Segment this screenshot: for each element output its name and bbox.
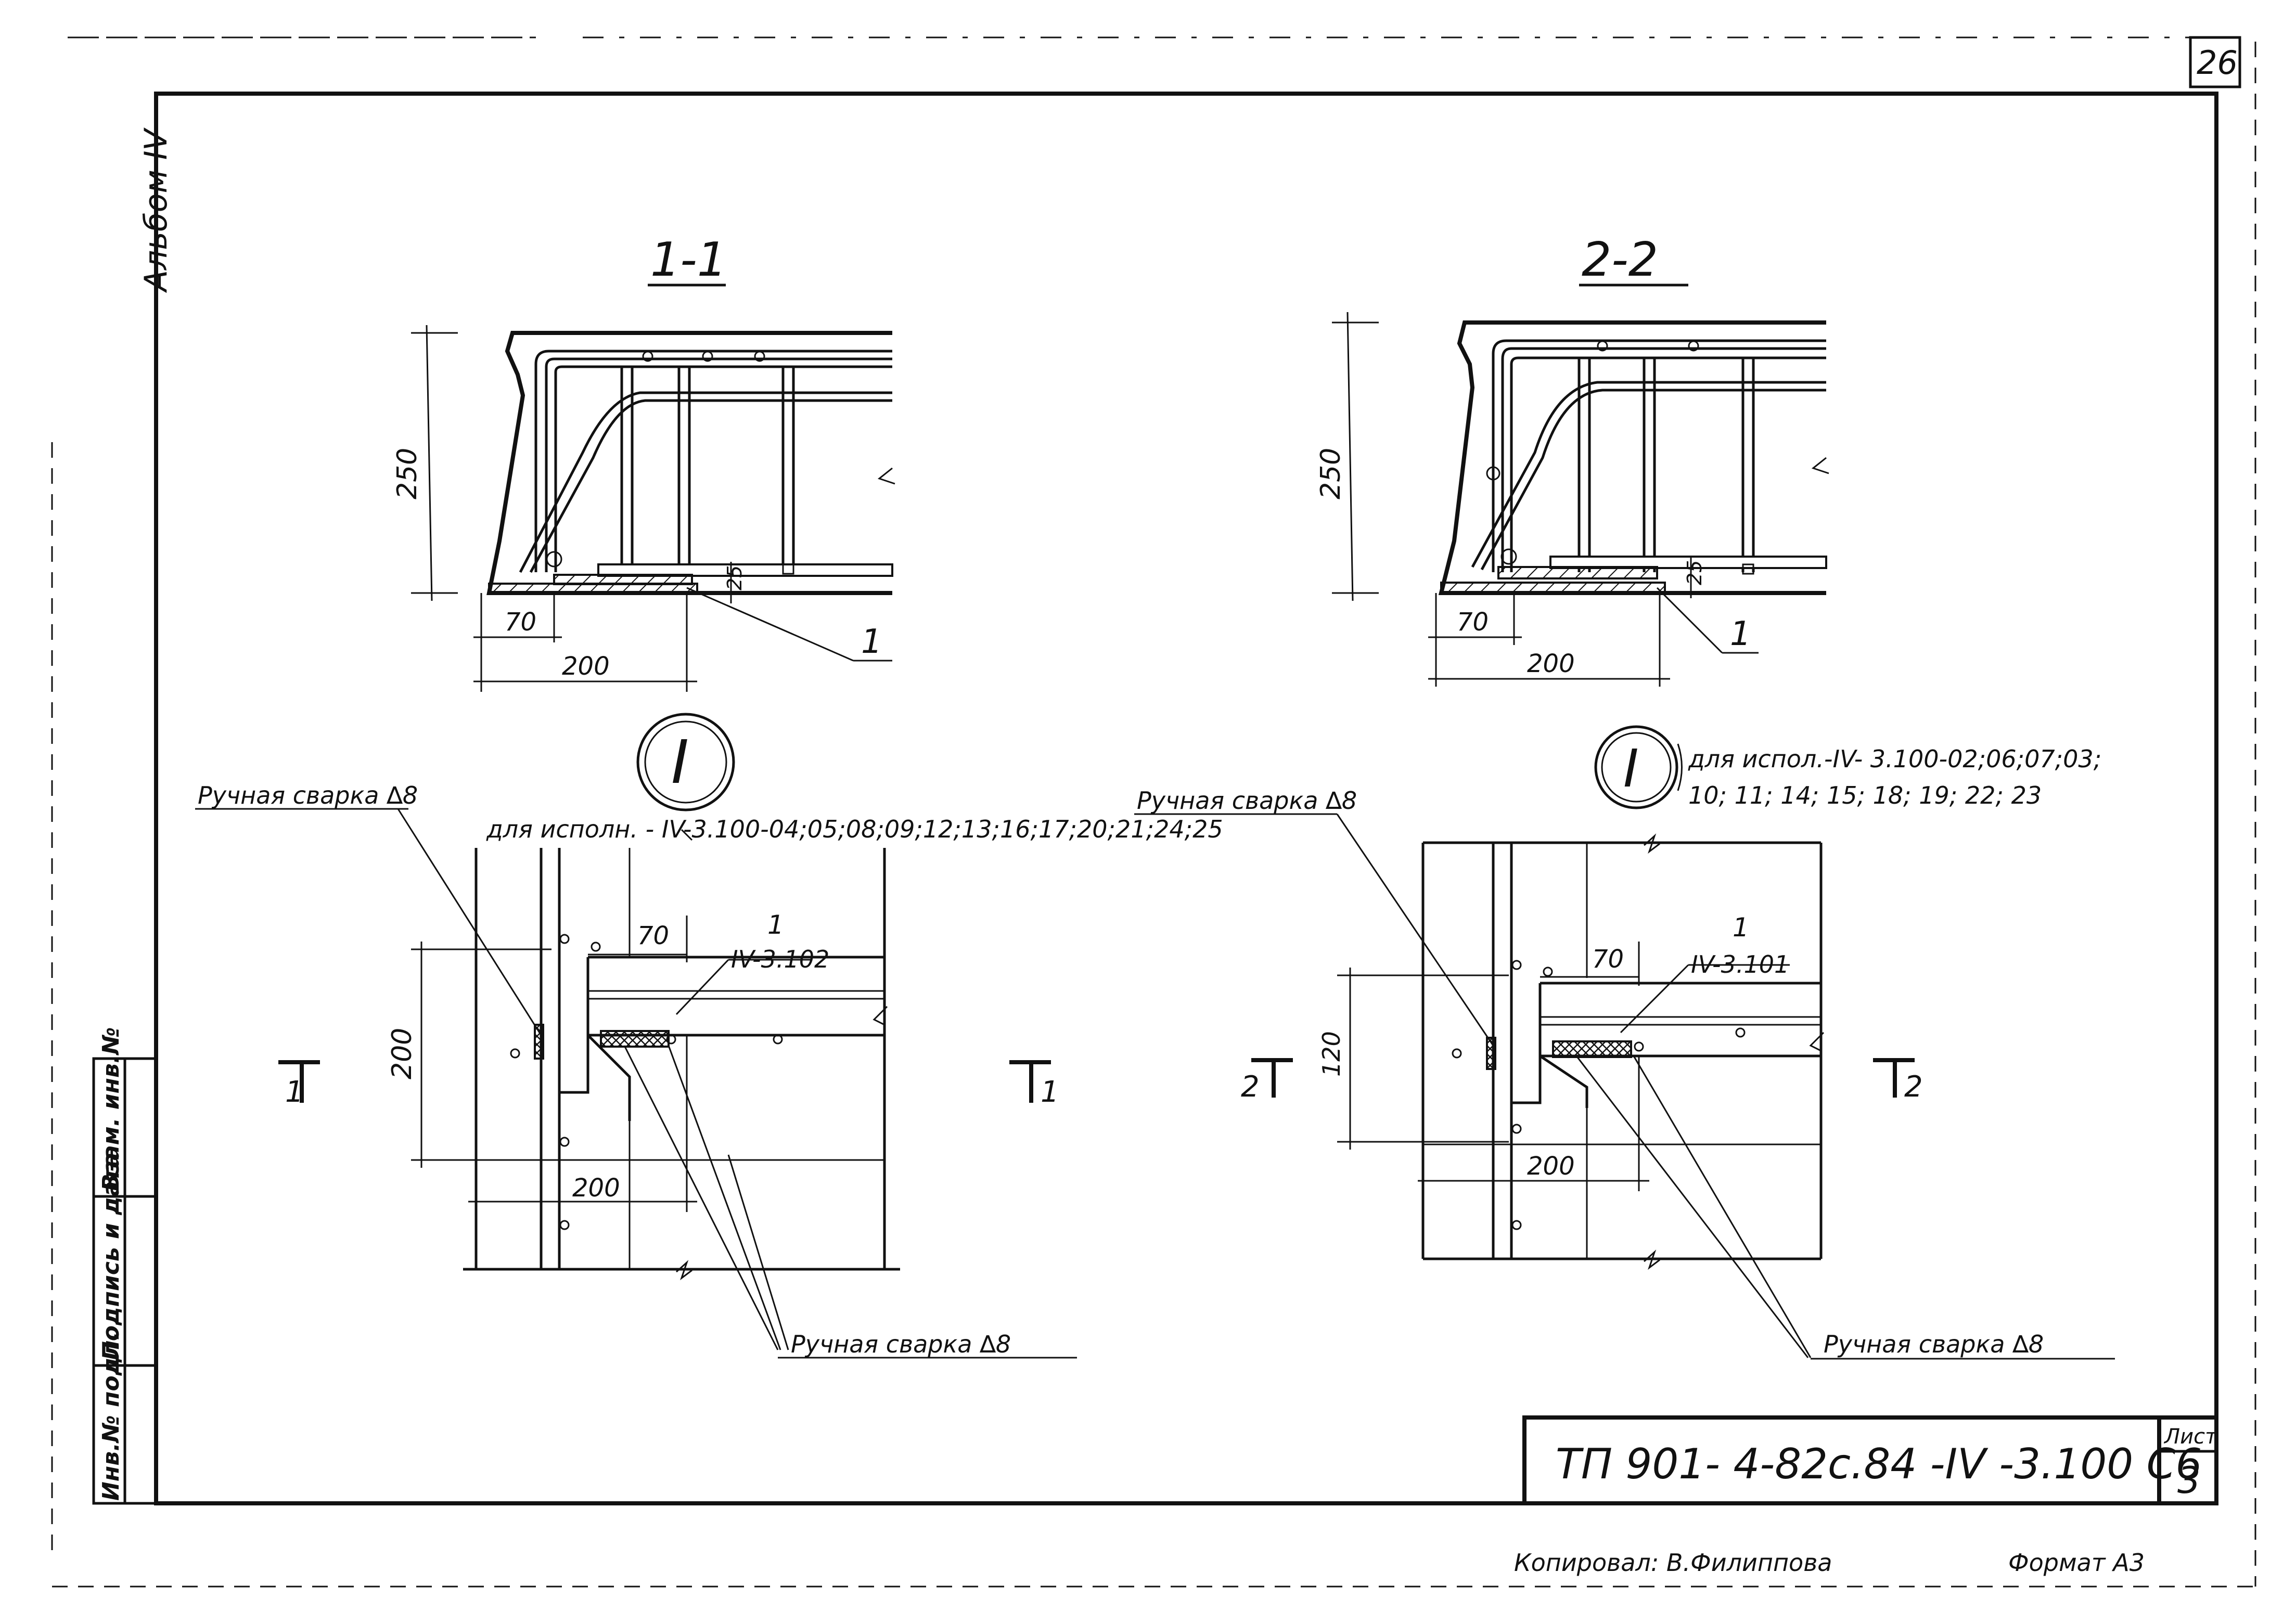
side-table-inv-original: Инв.№ подл.	[98, 1332, 124, 1501]
album-label: Альбом IV	[138, 127, 174, 293]
node-left-dim-200: 200	[572, 1174, 620, 1203]
node-right-weld-top: Ручная сварка ∆8	[1137, 787, 1357, 815]
node-left-weld-top: Ручная сварка ∆8	[198, 781, 418, 809]
section-2-2: 2-2	[1332, 233, 1829, 687]
section-2-2-title: 2-2	[1582, 233, 1658, 287]
section-2-2-dim-25: 25	[1683, 560, 1706, 585]
node-right-note-line2: 10; 11; 14; 15; 18; 19; 22; 23	[1688, 781, 2042, 809]
node-left: I	[195, 713, 1077, 1359]
sheet-frame	[51, 36, 2256, 1588]
node-left-weld-bottom: Ручная сварка ∆8	[791, 1330, 1011, 1358]
section-1-1-dim-70: 70	[505, 608, 536, 637]
node-right-marker: I	[1623, 738, 1639, 799]
node-left-part-ref: IV-3.102	[731, 945, 829, 973]
section-1-1-dim-25: 25	[723, 565, 746, 590]
format-label: Формат А3	[2008, 1549, 2145, 1577]
side-table-replacement-inv: Взам. инв.№	[98, 1027, 124, 1191]
node-left-cut-right: 1	[1041, 1075, 1059, 1109]
node-right-part-num: 1	[1733, 912, 1749, 943]
title-block	[1522, 1415, 2218, 1505]
side-table-signature-date: Подпись и дата	[98, 1152, 124, 1360]
section-1-1-dim-200: 200	[562, 652, 610, 681]
node-right-dim-200: 200	[1527, 1152, 1575, 1181]
node-left-cut-left: 1	[285, 1075, 304, 1109]
section-1-1: 1-1	[411, 233, 895, 692]
node-left-part-num: 1	[767, 910, 784, 940]
node-left-dim-height: 200	[387, 1028, 418, 1079]
sheet-label: Лист	[2163, 1425, 2218, 1449]
node-right-note-line1: для испол.-IV- 3.100-02;06;07;03;	[1688, 745, 2101, 773]
node-right-dim-height: 120	[1317, 1031, 1345, 1077]
section-1-1-title: 1-1	[650, 233, 727, 287]
side-table	[92, 1057, 158, 1505]
section-2-2-dim-height: 250	[1315, 448, 1346, 499]
node-left-note: для исполн. - IV-3.100-04;05;08;09;12;13…	[486, 815, 1223, 843]
node-right-cut-left: 2	[1241, 1070, 1260, 1104]
sheet-number: 3	[2177, 1459, 2201, 1502]
node-left-dim-70: 70	[637, 921, 669, 950]
page-number: 26	[2197, 44, 2238, 82]
node-right-dim-70: 70	[1592, 945, 1624, 974]
section-1-1-dim-height: 250	[392, 448, 423, 499]
section-2-2-dim-200: 200	[1527, 649, 1575, 678]
node-right: I	[1134, 725, 2115, 1360]
node-right-weld-bottom: Ручная сварка ∆8	[1824, 1330, 2044, 1358]
copied-by: Копировал: В.Филиппова	[1514, 1549, 1832, 1577]
node-right-cut-right: 2	[1904, 1070, 1923, 1104]
title-stamp: ТП 901- 4-82с.84 -IV -3.100 С6	[1556, 1440, 2202, 1488]
section-2-2-callout: 1	[1730, 615, 1751, 653]
node-left-marker: I	[671, 728, 689, 797]
section-1-1-callout: 1	[861, 623, 882, 661]
section-2-2-dim-70: 70	[1457, 608, 1489, 637]
node-right-part-ref: IV-3.101	[1691, 950, 1789, 978]
